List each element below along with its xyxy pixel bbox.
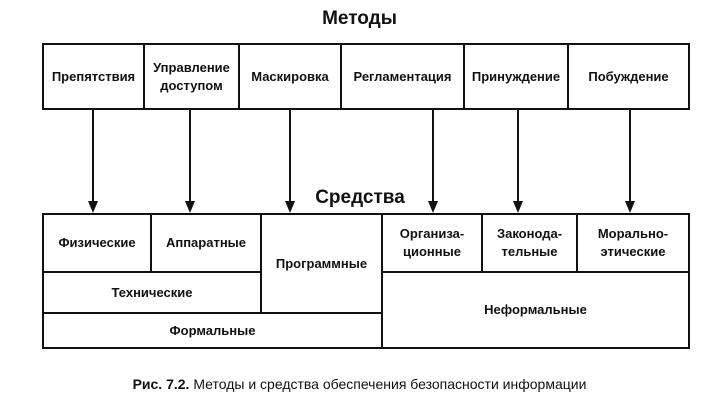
arrow-access-control [189,110,191,201]
arrow-regulation [432,110,434,201]
method-obstacles: Препятствия [42,43,145,110]
means-legislative: Законода- тельные [481,213,578,273]
methods-title: Методы [322,8,397,29]
means-technical-label: Технические [111,284,193,300]
method-coercion: Принуждение [463,43,569,110]
figure-caption: Рис. 7.2. Методы и средства обеспечения … [0,376,719,392]
figure-label: Рис. 7.2. [132,376,190,392]
figure-caption-text: Методы и средства обеспечения безопаснос… [193,376,587,392]
method-motivation: Побуждение [567,43,690,110]
means-title: Средства [300,187,420,209]
means-informal: Неформальные [381,271,690,349]
arrow-masking [289,110,291,201]
means-informal-label: Неформальные [484,302,587,317]
arrow-coercion-head [513,201,523,213]
arrow-obstacles [92,110,94,201]
means-physical: Физические [42,213,152,273]
arrow-regulation-head [428,201,438,213]
method-coercion-label: Принуждение [471,68,561,84]
means-organizational-label: Организа- ционные [399,226,465,259]
method-masking-label: Маскировка [251,68,329,84]
arrow-masking-head [285,201,295,213]
means-hardware: Аппаратные [150,213,262,273]
arrow-motivation-head [625,201,635,213]
method-motivation-label: Побуждение [588,68,669,84]
means-legislative-label: Законода- тельные [496,226,563,259]
means-technical: Технические [42,271,262,314]
means-moral-ethical-label: Морально- этические [597,226,669,259]
method-regulation: Регламентация [340,43,465,110]
means-software: Программные [260,213,383,314]
arrow-access-control-head [185,201,195,213]
means-software-label: Программные [275,255,368,271]
means-physical-label: Физические [58,235,136,250]
arrow-coercion [517,110,519,201]
method-obstacles-label: Препятствия [51,68,136,84]
arrow-motivation [629,110,631,201]
method-access-control: Управление доступом [143,43,240,110]
means-hardware-label: Аппаратные [165,235,247,250]
means-moral-ethical: Морально- этические [576,213,690,273]
arrow-obstacles-head [88,201,98,213]
method-access-control-label: Управление доступом [153,59,230,93]
means-formal: Формальные [42,312,383,349]
method-regulation-label: Регламентация [353,68,452,84]
method-masking: Маскировка [238,43,342,110]
means-formal-label: Формальные [169,322,256,338]
means-organizational: Организа- ционные [381,213,483,273]
